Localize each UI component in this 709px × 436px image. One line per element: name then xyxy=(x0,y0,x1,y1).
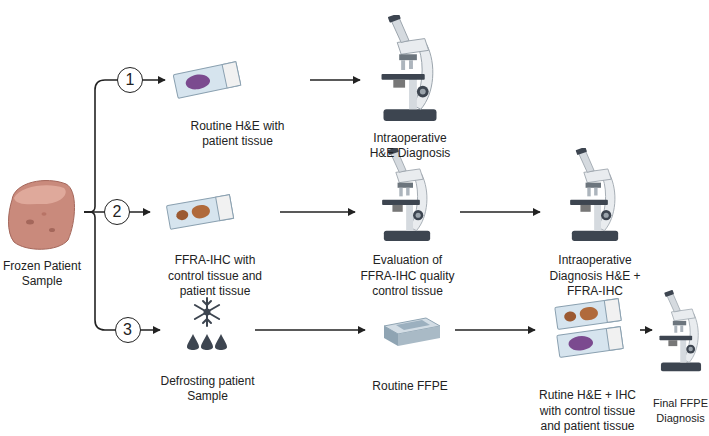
flow-arrow xyxy=(255,329,365,331)
microscope-icon xyxy=(382,147,430,241)
flow-arrow xyxy=(280,211,355,213)
process-step: Frozen Patient Sample xyxy=(0,170,84,290)
step-caption: Routine FFPE xyxy=(372,379,447,395)
cassette-icon xyxy=(384,318,440,346)
microscope-icon xyxy=(570,147,618,241)
process-step: Routine FFPE xyxy=(365,305,455,395)
process-step: FFRA-IHC with control tissue and patient… xyxy=(150,185,280,300)
callout-number: 2 xyxy=(104,199,130,225)
step-caption: Defrosting patient Sample xyxy=(160,374,255,405)
flow-arrow xyxy=(310,79,360,81)
step-caption: FFRA-IHC with control tissue and patient… xyxy=(158,253,273,300)
process-step: Intraoperative Diagnosis H&E + FFRA-IHC xyxy=(540,145,650,300)
process-step: Defrosting patient Sample xyxy=(160,295,255,405)
process-step: Evaluation of FFRA-IHC quality control t… xyxy=(355,145,460,300)
step-caption: Intraoperative H&E Diagnosis xyxy=(360,131,460,162)
callout-number: 3 xyxy=(115,317,141,343)
microscope-icon xyxy=(659,290,701,372)
step-caption: Evaluation of FFRA-IHC quality control t… xyxy=(355,253,460,300)
defrost-icon xyxy=(195,298,219,326)
slide-icon xyxy=(173,62,241,99)
process-step: Final FFPE Diagnosis xyxy=(652,285,709,425)
step-caption: Rutine H&E + IHC with control tissue and… xyxy=(535,388,640,435)
slide-icon xyxy=(555,299,621,330)
flow-arrow xyxy=(455,329,535,331)
frozen-tissue-icon xyxy=(9,181,75,250)
droplet-icons xyxy=(187,334,227,350)
process-step: Routine H&E with patient tissue xyxy=(165,55,310,150)
process-step: Intraoperative H&E Diagnosis xyxy=(360,12,460,162)
microscope-icon xyxy=(382,13,437,121)
step-caption: Frozen Patient Sample xyxy=(0,259,84,290)
flow-arrow xyxy=(84,212,160,330)
flow-arrow xyxy=(84,80,165,212)
step-caption: Routine H&E with patient tissue xyxy=(178,119,298,150)
callout-number: 1 xyxy=(117,67,143,93)
flow-arrow xyxy=(460,211,540,213)
slide-icon xyxy=(166,195,233,230)
process-step: Rutine H&E + IHC with control tissue and… xyxy=(535,300,640,435)
step-caption: Intraoperative Diagnosis H&E + FFRA-IHC xyxy=(540,253,650,300)
slide-icon xyxy=(557,327,623,358)
step-caption: Final FFPE Diagnosis xyxy=(652,396,709,425)
flow-arrow xyxy=(640,329,652,331)
